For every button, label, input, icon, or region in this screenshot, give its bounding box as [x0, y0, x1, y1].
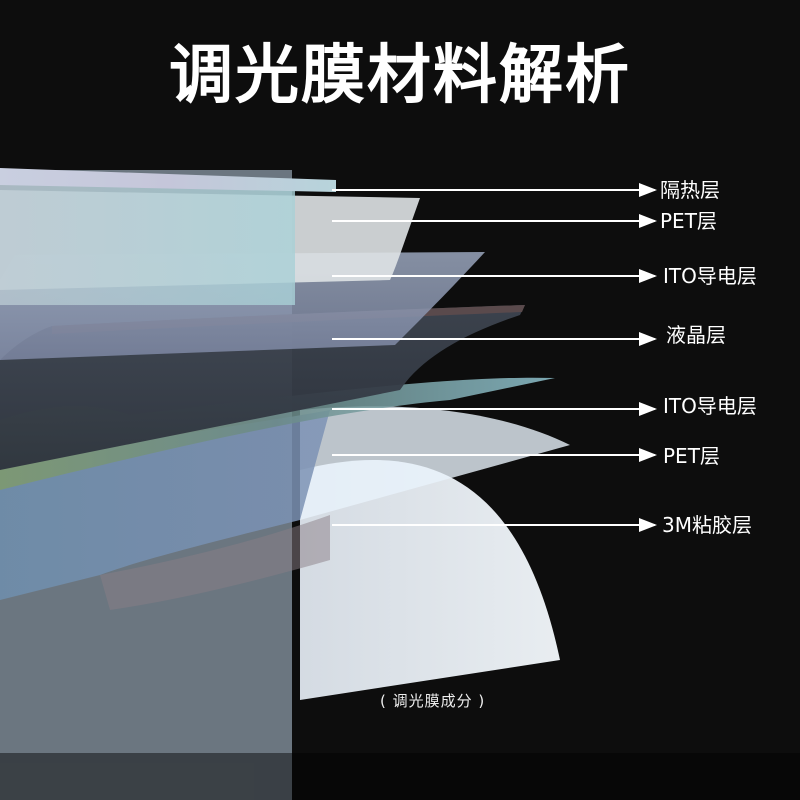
label-pet-upper: PET层 — [660, 209, 717, 233]
label-heat-insulation: 隔热层 — [660, 178, 720, 202]
arrow-head-icon — [639, 402, 657, 416]
bottom-shade — [0, 753, 800, 800]
label-ito-lower: ITO导电层 — [663, 394, 757, 418]
arrow-pet-lower — [332, 448, 657, 462]
arrow-head-icon — [639, 448, 657, 462]
label-pet-lower: PET层 — [663, 444, 720, 468]
page-title: 调光膜材料解析 — [169, 39, 631, 113]
arrow-heat-insulation — [332, 183, 657, 197]
adhesive-layer-shape — [300, 459, 560, 700]
label-liquid-crystal: 液晶层 — [666, 323, 726, 347]
label-adhesive: 3M粘胶层 — [662, 513, 752, 537]
arrow-head-icon — [639, 269, 657, 283]
arrow-head-icon — [639, 183, 657, 197]
label-ito-upper: ITO导电层 — [663, 264, 757, 288]
arrow-ito-upper — [332, 269, 657, 283]
heat-insulation-shape — [0, 168, 336, 192]
arrow-ito-lower — [332, 402, 657, 416]
arrow-head-icon — [639, 332, 657, 346]
arrow-adhesive — [332, 518, 657, 532]
arrow-pet-upper — [332, 214, 657, 228]
caption: ( 调光膜成分 ) — [380, 692, 486, 710]
arrow-head-icon — [639, 214, 657, 228]
arrow-head-icon — [639, 518, 657, 532]
arrow-liquid-crystal — [332, 332, 657, 346]
